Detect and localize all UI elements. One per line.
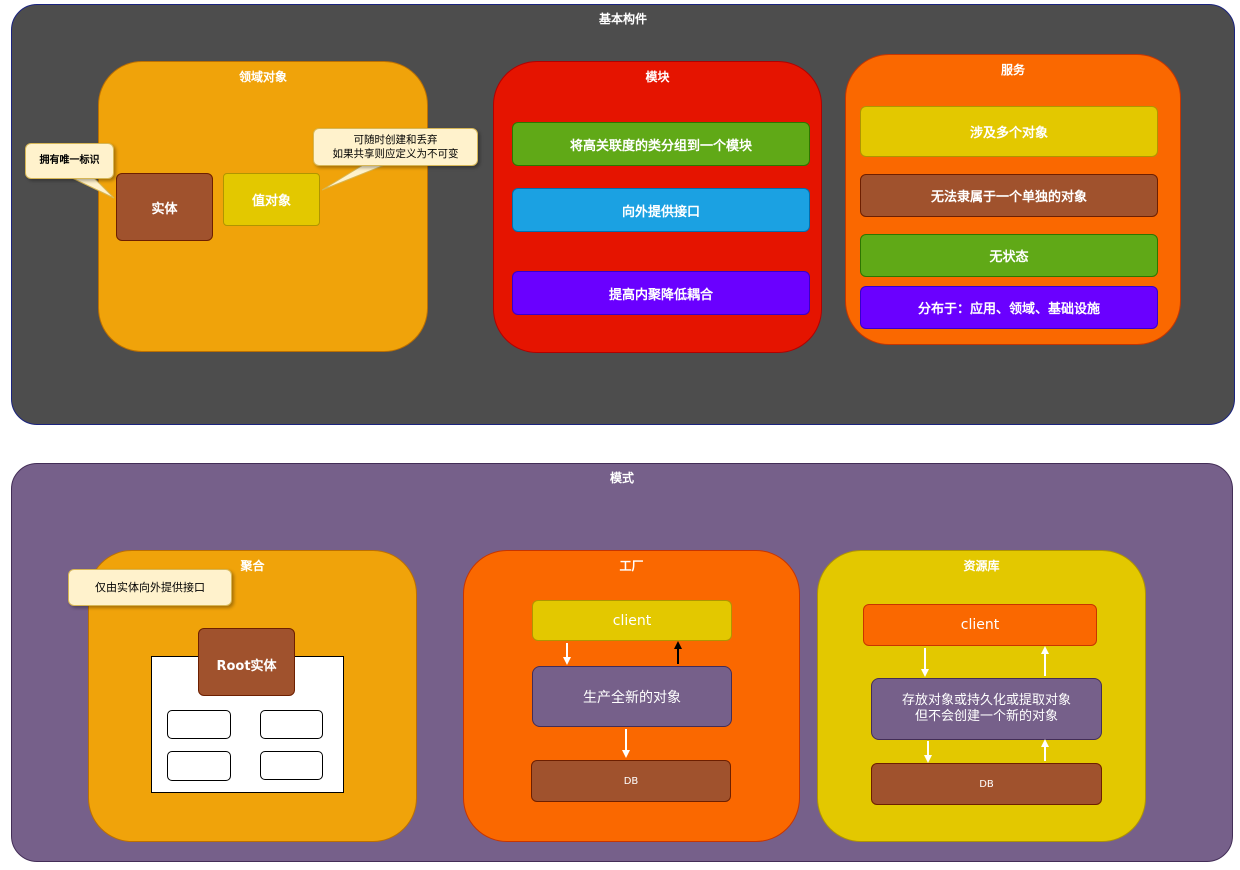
repository-client-box[interactable]: client (863, 604, 1097, 646)
factory-title: 工厂 (619, 559, 644, 573)
service-item-layers[interactable]: 分布于：应用、领域、基础设施 (860, 286, 1158, 329)
root-entity-box[interactable]: Root实体 (198, 628, 295, 696)
basic-components-title: 基本构件 (598, 12, 647, 26)
factory-process-box[interactable]: 生产全新的对象 (532, 666, 732, 727)
service-item-stateless[interactable]: 无状态 (860, 234, 1158, 277)
module-title: 模块 (645, 70, 670, 84)
factory-client-box[interactable]: client (532, 600, 732, 641)
service-item-multi-objects[interactable]: 涉及多个对象 (860, 106, 1158, 157)
patterns-title: 模式 (609, 471, 634, 485)
entity-note-callout: 拥有唯一标识 (25, 143, 114, 179)
entity-box[interactable]: 实体 (116, 173, 213, 241)
repository-db-box[interactable]: DB (871, 763, 1102, 805)
aggregate-member-4[interactable] (260, 751, 323, 780)
aggregate-member-2[interactable] (260, 710, 323, 739)
service-item-not-owned[interactable]: 无法隶属于一个单独的对象 (860, 174, 1158, 217)
aggregate-member-1[interactable] (167, 710, 231, 739)
factory-db-box[interactable]: DB (531, 760, 731, 802)
value-object-note-callout: 可随时创建和丢弃 如果共享则应定义为不可变 (313, 128, 478, 166)
repository-process-box[interactable]: 存放对象或持久化或提取对象 但不会创建一个新的对象 (871, 678, 1102, 740)
aggregate-note-callout: 仅由实体向外提供接口 (68, 569, 232, 606)
repository-title: 资源库 (963, 559, 1000, 573)
domain-objects-title: 领域对象 (238, 70, 287, 84)
aggregate-title: 聚合 (240, 559, 265, 573)
module-item-interface[interactable]: 向外提供接口 (512, 188, 810, 232)
module-item-cohesion[interactable]: 提高内聚降低耦合 (512, 271, 810, 315)
value-object-box[interactable]: 值对象 (223, 173, 320, 226)
module-item-grouping[interactable]: 将高关联度的类分组到一个模块 (512, 122, 810, 166)
aggregate-member-3[interactable] (167, 751, 231, 781)
service-title: 服务 (1000, 63, 1025, 77)
